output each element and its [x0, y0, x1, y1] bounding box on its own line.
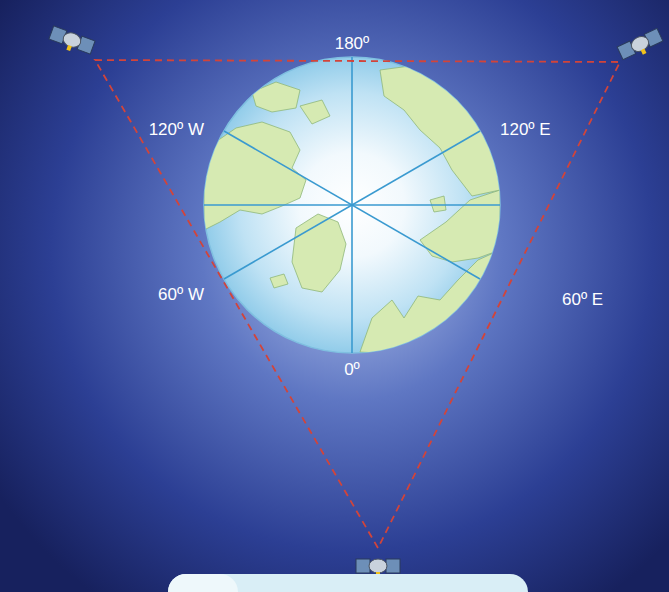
satellite [617, 28, 664, 63]
longitude-label: 60º W [158, 285, 204, 305]
longitude-label: 120º W [149, 120, 204, 140]
longitude-label: 60º E [562, 290, 603, 310]
longitude-label: 0º [344, 360, 360, 380]
link-triangle [95, 60, 620, 548]
bottom-panel [168, 574, 528, 592]
longitude-label: 120º E [500, 120, 551, 140]
satellite [48, 26, 96, 58]
longitude-label: 180º [335, 34, 370, 54]
meridian-lines [204, 57, 500, 353]
bottom-panel-cap [168, 574, 238, 592]
